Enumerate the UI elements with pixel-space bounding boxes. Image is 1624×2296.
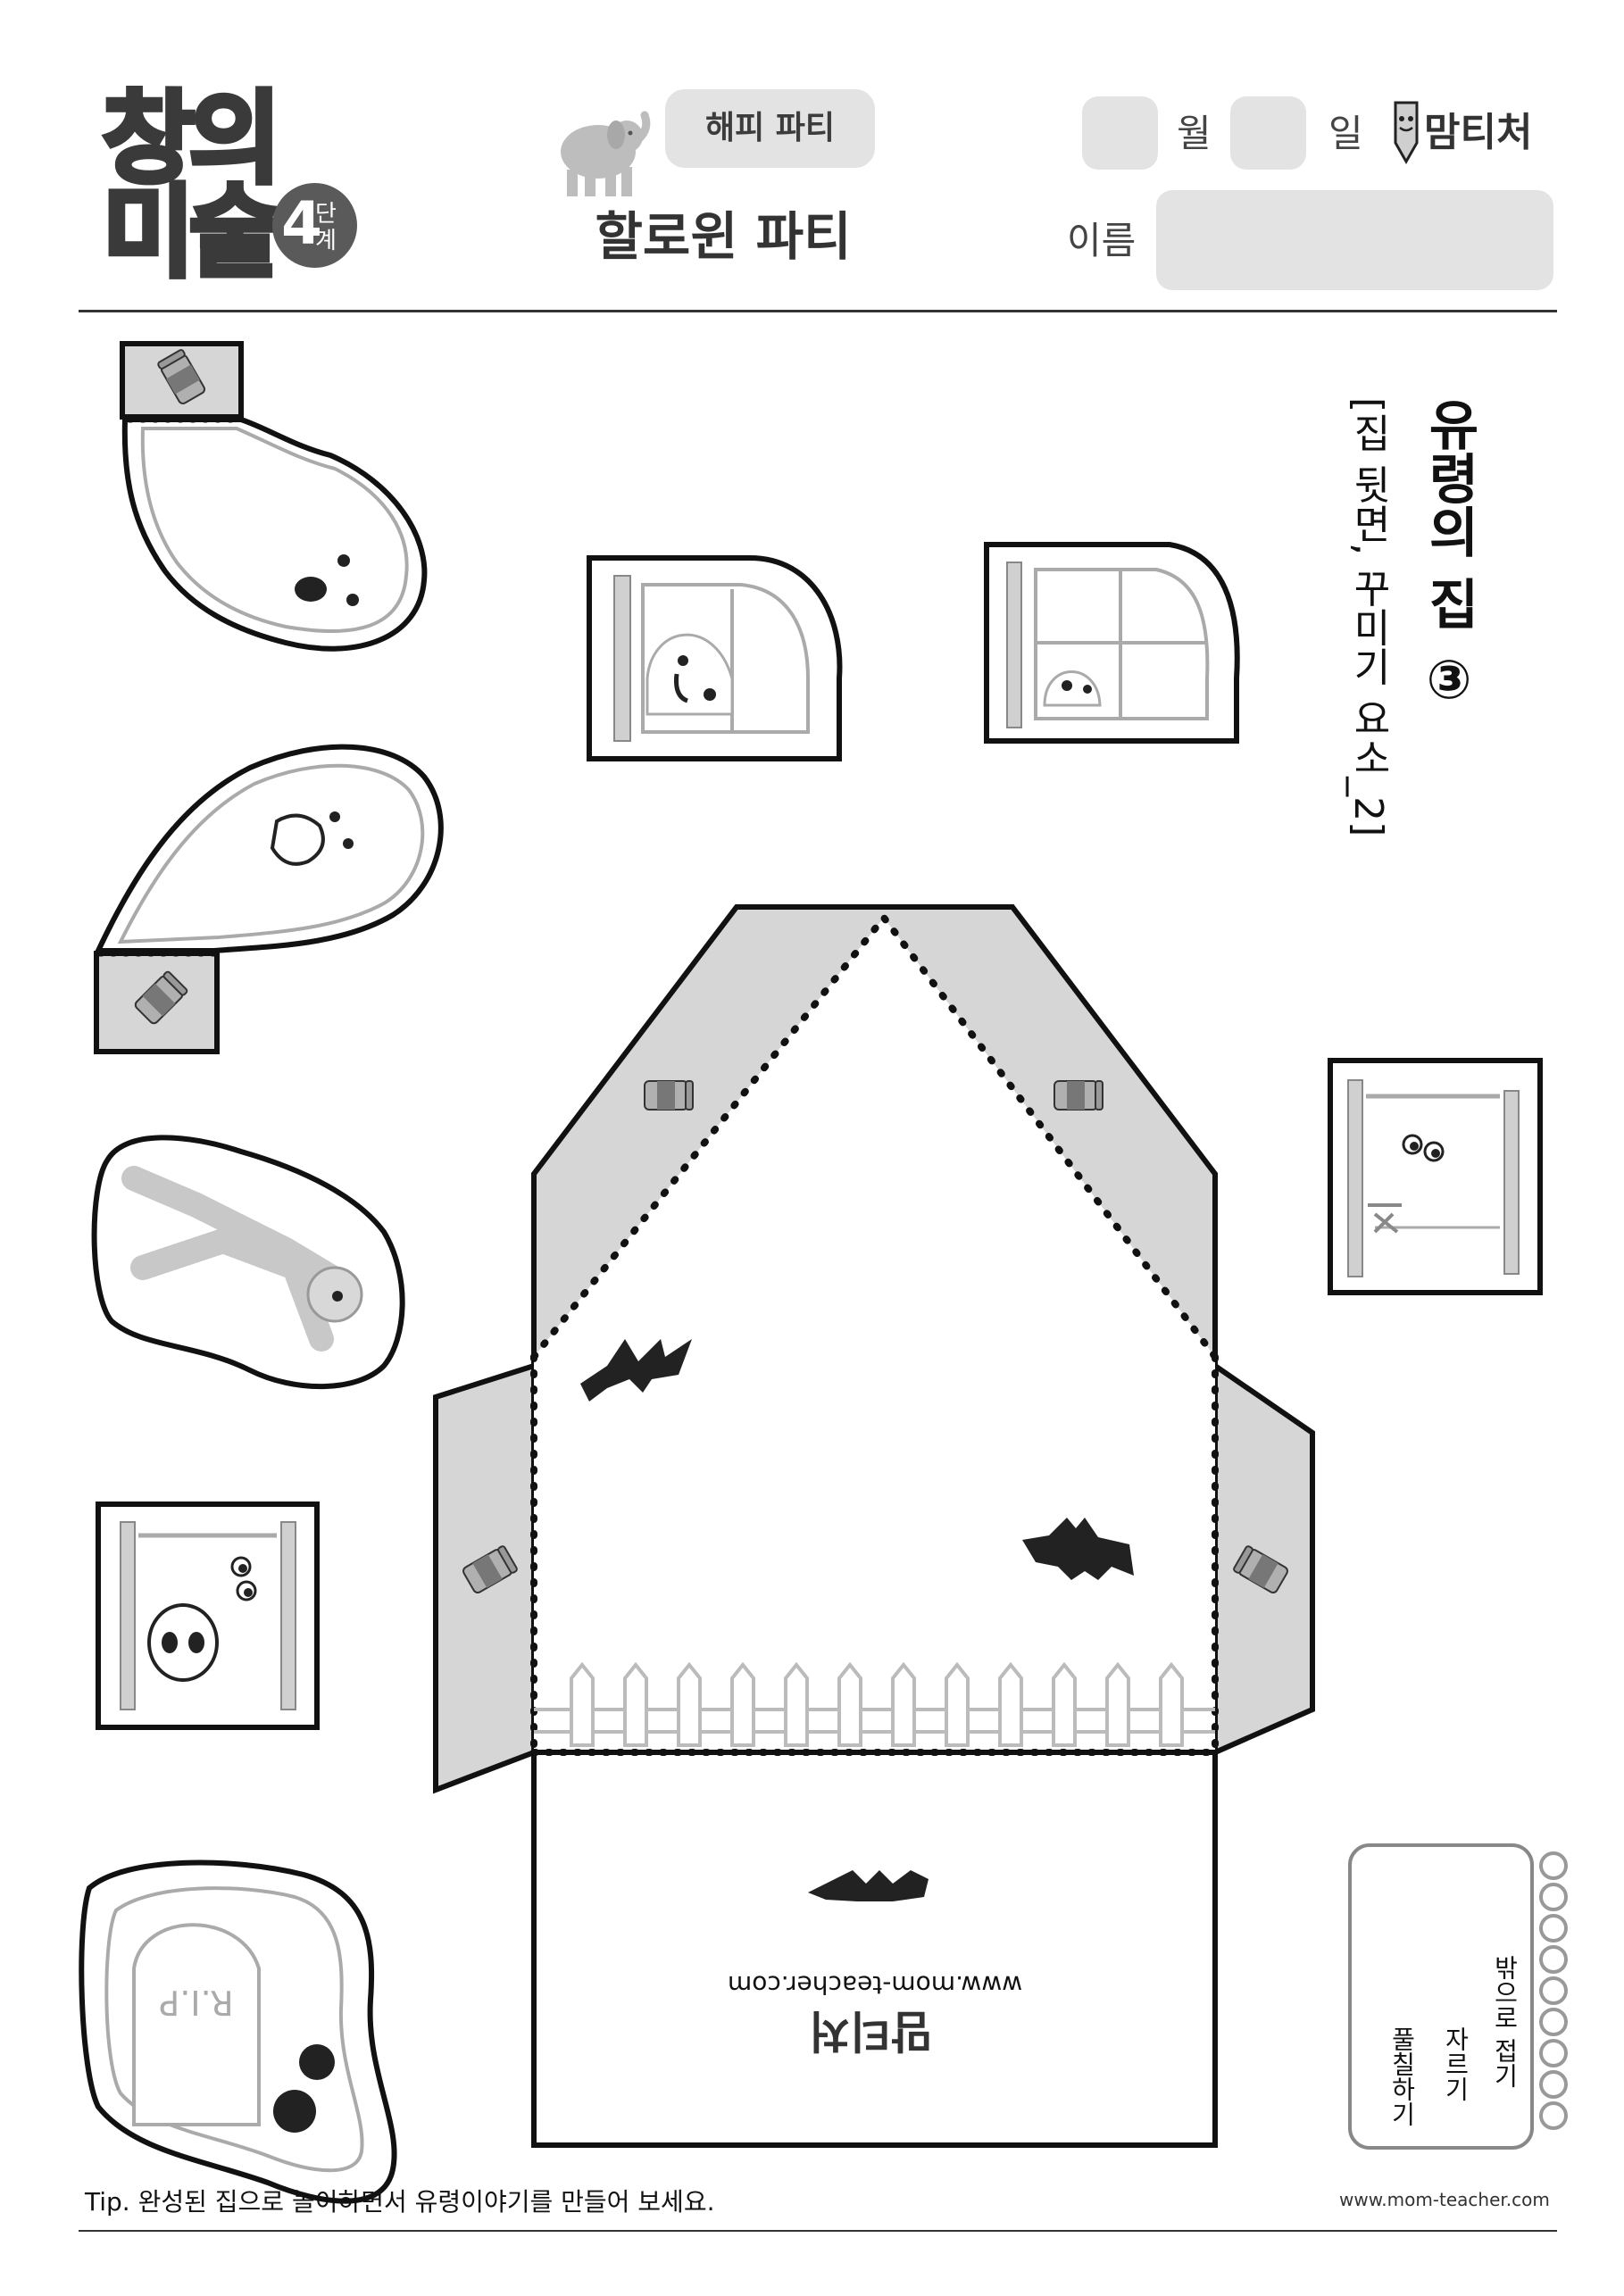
footer-tip: Tip. 완성된 집으로 놀이하면서 유령이야기를 만들어 보세요. xyxy=(85,2187,715,2217)
worksheet-title: 유령의 집 ③ xyxy=(1418,397,1480,711)
stage-number: 4 xyxy=(281,189,322,258)
page-title: 할로윈 파티 xyxy=(595,206,852,267)
elephant-icon xyxy=(561,111,651,196)
svg-text:R.I.P: R.I.P xyxy=(159,1983,233,2022)
house-net[interactable] xyxy=(433,904,1315,2148)
tombstone-piece[interactable]: R.I.P xyxy=(79,1859,397,2204)
brand-logo: 맘티처 xyxy=(1424,110,1533,155)
window-piece-4[interactable] xyxy=(96,1502,320,1730)
back-flap-website: www.mom-teacher.com xyxy=(727,1970,1023,2000)
bat-icon xyxy=(1022,1518,1134,1580)
footer-divider xyxy=(79,2230,1557,2232)
bat-icon xyxy=(808,1870,929,1901)
window-piece-3[interactable] xyxy=(1328,1058,1543,1295)
window-piece-1[interactable] xyxy=(587,555,843,761)
day-field[interactable] xyxy=(1230,96,1306,170)
day-label: 일 xyxy=(1328,112,1363,155)
legend-cut: 자르기 xyxy=(1441,2026,1470,2101)
stage-unit: 단계 xyxy=(315,201,337,254)
glue-icon xyxy=(644,1080,694,1111)
month-field[interactable] xyxy=(1082,96,1158,170)
legend-frame xyxy=(1348,1843,1534,2150)
worksheet-title-block: 유령의 집 ③ [집 뒷면, 꾸미기 요소_2] xyxy=(1345,397,1491,897)
bat-icon xyxy=(580,1339,692,1402)
glue-icon xyxy=(1054,1080,1103,1111)
mummy-piece[interactable] xyxy=(91,1135,405,1390)
pencil-mascot-icon xyxy=(1394,101,1419,165)
worksheet-subtitle: [집 뒷면, 꾸미기 요소_2] xyxy=(1345,397,1391,837)
header-divider xyxy=(79,310,1557,312)
legend-card: 밖으로 접기 자르기 풀칠하기 xyxy=(1348,1843,1562,2150)
ghost-piece-1[interactable] xyxy=(120,341,428,652)
series-logo: 창의 미술 4 단계 xyxy=(100,81,371,295)
series-logo-line1: 창의 xyxy=(100,81,284,197)
subtitle-pill: 해피 파티 xyxy=(665,89,875,168)
legend-glue: 풀칠하기 xyxy=(1387,2026,1417,2126)
stage-badge: 4 단계 xyxy=(272,183,357,268)
footer-site: www.mom-teacher.com xyxy=(1339,2189,1550,2210)
series-logo-line2: 미술 xyxy=(100,175,284,291)
window-piece-2[interactable] xyxy=(984,542,1240,744)
back-flap-brand: 맘티처 xyxy=(809,2005,932,2057)
legend-fold: 밖으로 접기 xyxy=(1490,1955,1520,2088)
name-label: 이름 xyxy=(1067,219,1137,262)
month-label: 월 xyxy=(1177,112,1212,155)
name-field[interactable] xyxy=(1156,190,1553,290)
ghost-piece-2[interactable] xyxy=(94,744,444,1054)
